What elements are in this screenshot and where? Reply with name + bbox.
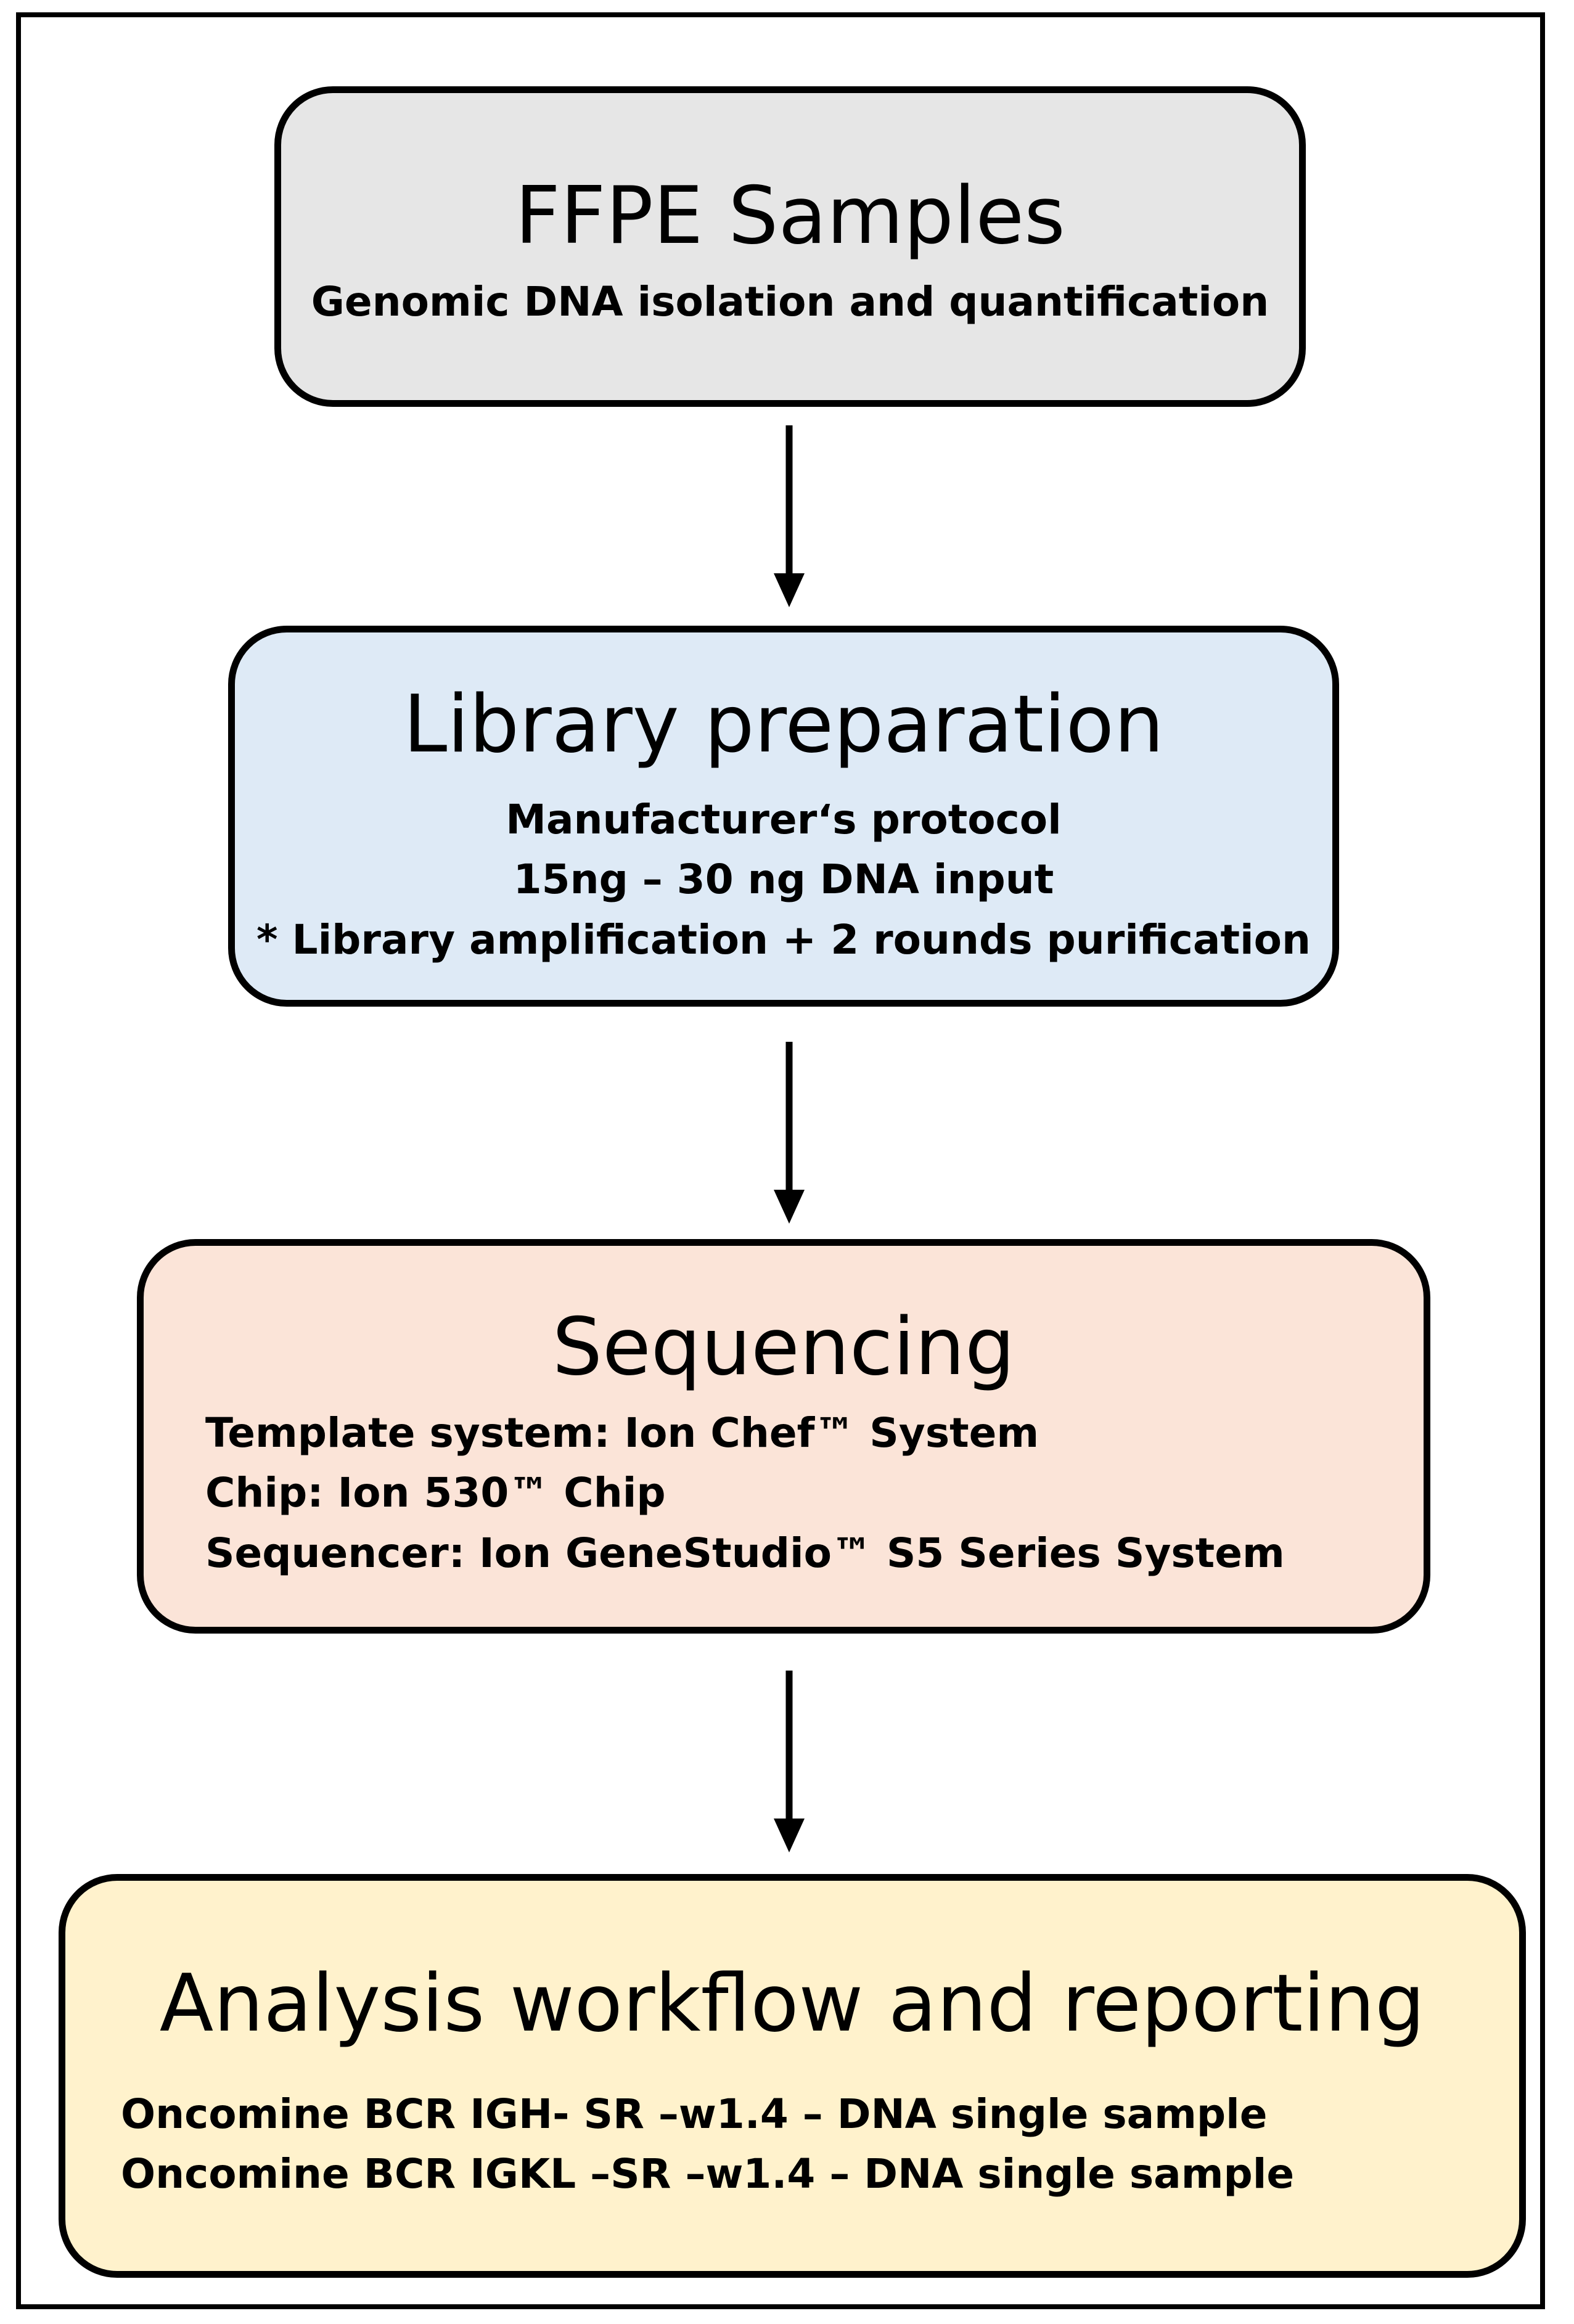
- step-description: Oncomine BCR IGH- SR –w1.4 – DNA single …: [121, 2090, 1268, 2138]
- arrow-down-icon: [771, 425, 808, 610]
- step-title: Sequencing: [552, 1301, 1015, 1393]
- step-title: Analysis workflow and reporting: [159, 1958, 1425, 2050]
- step-description: Manufacturer‘s protocol: [506, 796, 1062, 843]
- step-title: Library preparation: [403, 679, 1164, 771]
- step-description: Oncomine BCR IGKL –SR –w1.4 – DNA single…: [121, 2150, 1295, 2198]
- diagram-frame: [16, 12, 1545, 2309]
- arrow-down-icon: [771, 1042, 808, 1227]
- step-description: 15ng – 30 ng DNA input: [513, 856, 1054, 903]
- step-library-preparation: Library preparation Manufacturer‘s proto…: [228, 626, 1339, 1007]
- step-description: Chip: Ion 530™ Chip: [205, 1469, 666, 1516]
- step-sequencing: Sequencing Template system: Ion Chef™ Sy…: [137, 1239, 1430, 1634]
- step-description: Genomic DNA isolation and quantification: [311, 278, 1269, 325]
- step-description: Template system: Ion Chef™ System: [205, 1409, 1039, 1457]
- arrow-down-icon: [771, 1671, 808, 1856]
- step-title: FFPE Samples: [515, 170, 1065, 262]
- step-description: Sequencer: Ion GeneStudio™ S5 Series Sys…: [205, 1529, 1285, 1577]
- step-description: * Library amplification + 2 rounds purif…: [256, 916, 1311, 964]
- step-ffpe-samples: FFPE Samples Genomic DNA isolation and q…: [274, 86, 1306, 407]
- step-analysis-workflow: Analysis workflow and reporting Oncomine…: [59, 1874, 1526, 2278]
